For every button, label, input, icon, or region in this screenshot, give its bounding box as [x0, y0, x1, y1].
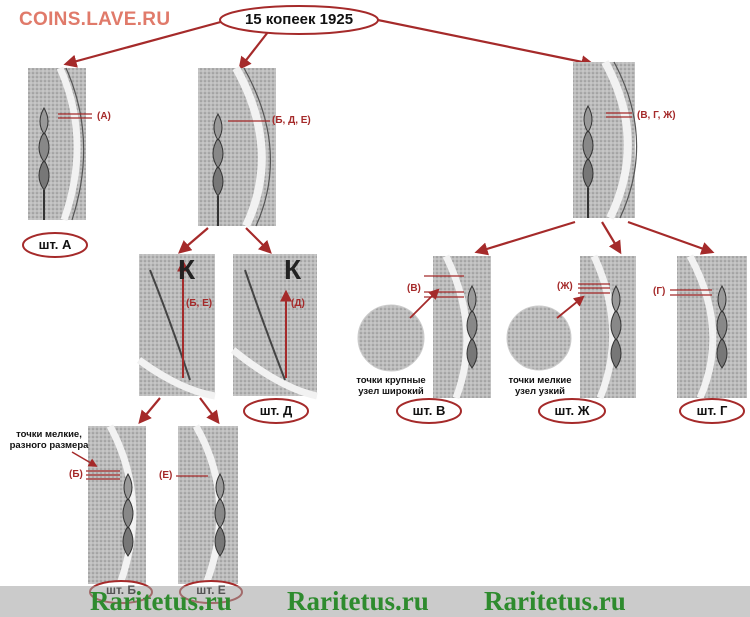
note-arrow-b	[71, 451, 98, 467]
coin-photo-vgzh	[573, 60, 638, 220]
coin-photo-b	[88, 424, 146, 586]
marker-lines-a	[58, 113, 92, 119]
coin-photo-e	[178, 424, 238, 586]
note-v-line2: узел широкий	[358, 386, 424, 397]
variety-label-a: шт. А	[38, 237, 72, 252]
arrow-bde-to-be	[177, 227, 209, 254]
arrow-vgzh-to-v	[474, 220, 576, 256]
marker-lines-vgzh	[606, 112, 632, 118]
note-zh-line1: точки мелкие	[508, 375, 572, 386]
watermark-text-2: Raritetus.ru	[287, 586, 429, 616]
arrow-be-to-e	[199, 397, 220, 425]
connector-arrows	[63, 18, 715, 425]
zoom-circle-zh	[506, 305, 572, 371]
watermark-band	[0, 586, 750, 617]
oval-d	[243, 398, 309, 424]
arrow-be-to-b	[138, 397, 161, 425]
marker-label-zh: (Ж)	[557, 281, 573, 292]
coin-photo-v	[357, 254, 491, 400]
watermark-text-3: Raritetus.ru	[484, 586, 626, 616]
note-v-line1: точки крупные	[356, 375, 426, 386]
note-v: точки крупные узел широкий	[346, 375, 436, 397]
arrow-root-to-a	[63, 18, 229, 68]
note-zh-line2: узел узкий	[514, 386, 566, 397]
variety-label-b: шт. Б	[105, 583, 137, 597]
oval-g	[679, 398, 745, 424]
root-title: 15 копеек 1925	[244, 11, 354, 28]
marker-label-d-vertical: (Д)	[291, 298, 305, 309]
oval-v	[396, 398, 462, 424]
variety-label-v: шт. В	[412, 403, 446, 418]
marker-label-v: (В)	[407, 283, 421, 294]
variety-label-d: шт. Д	[259, 403, 293, 418]
marker-lines-b	[86, 470, 120, 480]
marker-lines-v	[424, 275, 464, 298]
note-b-line1: точки мелкие,	[16, 429, 82, 440]
watermark-text-1: Raritetus.ru	[90, 586, 232, 616]
coin-photo-a	[28, 66, 86, 222]
mint-letter-k-be: К	[178, 254, 196, 285]
marker-lines-g	[670, 289, 712, 296]
mint-letter-k-d: К	[284, 254, 302, 285]
coin-photo-zh	[506, 254, 636, 400]
oval-a	[22, 232, 88, 258]
arrow-vgzh-to-zh	[601, 221, 622, 255]
variety-label-g: шт. Г	[696, 403, 728, 418]
marker-label-a: (А)	[97, 111, 111, 122]
oval-zh	[538, 398, 606, 424]
marker-label-bde: (Б, Д, Е)	[272, 115, 311, 126]
arrow-vgzh-to-g	[627, 220, 715, 255]
site-logo: COINS.LAVE.RU	[19, 9, 171, 30]
note-b-line2: разного размера	[9, 440, 89, 451]
note-zh: точки мелкие узел узкий	[496, 375, 584, 397]
coin-photo-g	[677, 254, 747, 400]
coin-photo-bde	[198, 66, 276, 228]
note-b: точки мелкие, разного размера	[4, 429, 94, 451]
coin-photo-d-k	[230, 254, 318, 400]
marker-label-vgzh: (В, Г, Ж)	[637, 110, 676, 121]
variety-label-zh: шт. Ж	[554, 403, 590, 418]
marker-label-b: (Б)	[69, 469, 83, 480]
arrow-bde-to-d	[245, 227, 272, 254]
arrow-root-to-bde	[238, 31, 269, 71]
coin-photo-be-k	[136, 254, 216, 400]
marker-label-be-vertical: (Б, Е)	[186, 298, 213, 309]
marker-label-e: (Е)	[159, 470, 173, 481]
arrow-root-to-vgzh	[377, 18, 595, 69]
zoom-circle-v	[357, 304, 425, 372]
marker-label-g: (Г)	[653, 286, 666, 297]
marker-lines-zh	[578, 283, 610, 294]
variety-label-e: шт. Е	[196, 583, 226, 597]
root-title-oval	[219, 5, 379, 35]
